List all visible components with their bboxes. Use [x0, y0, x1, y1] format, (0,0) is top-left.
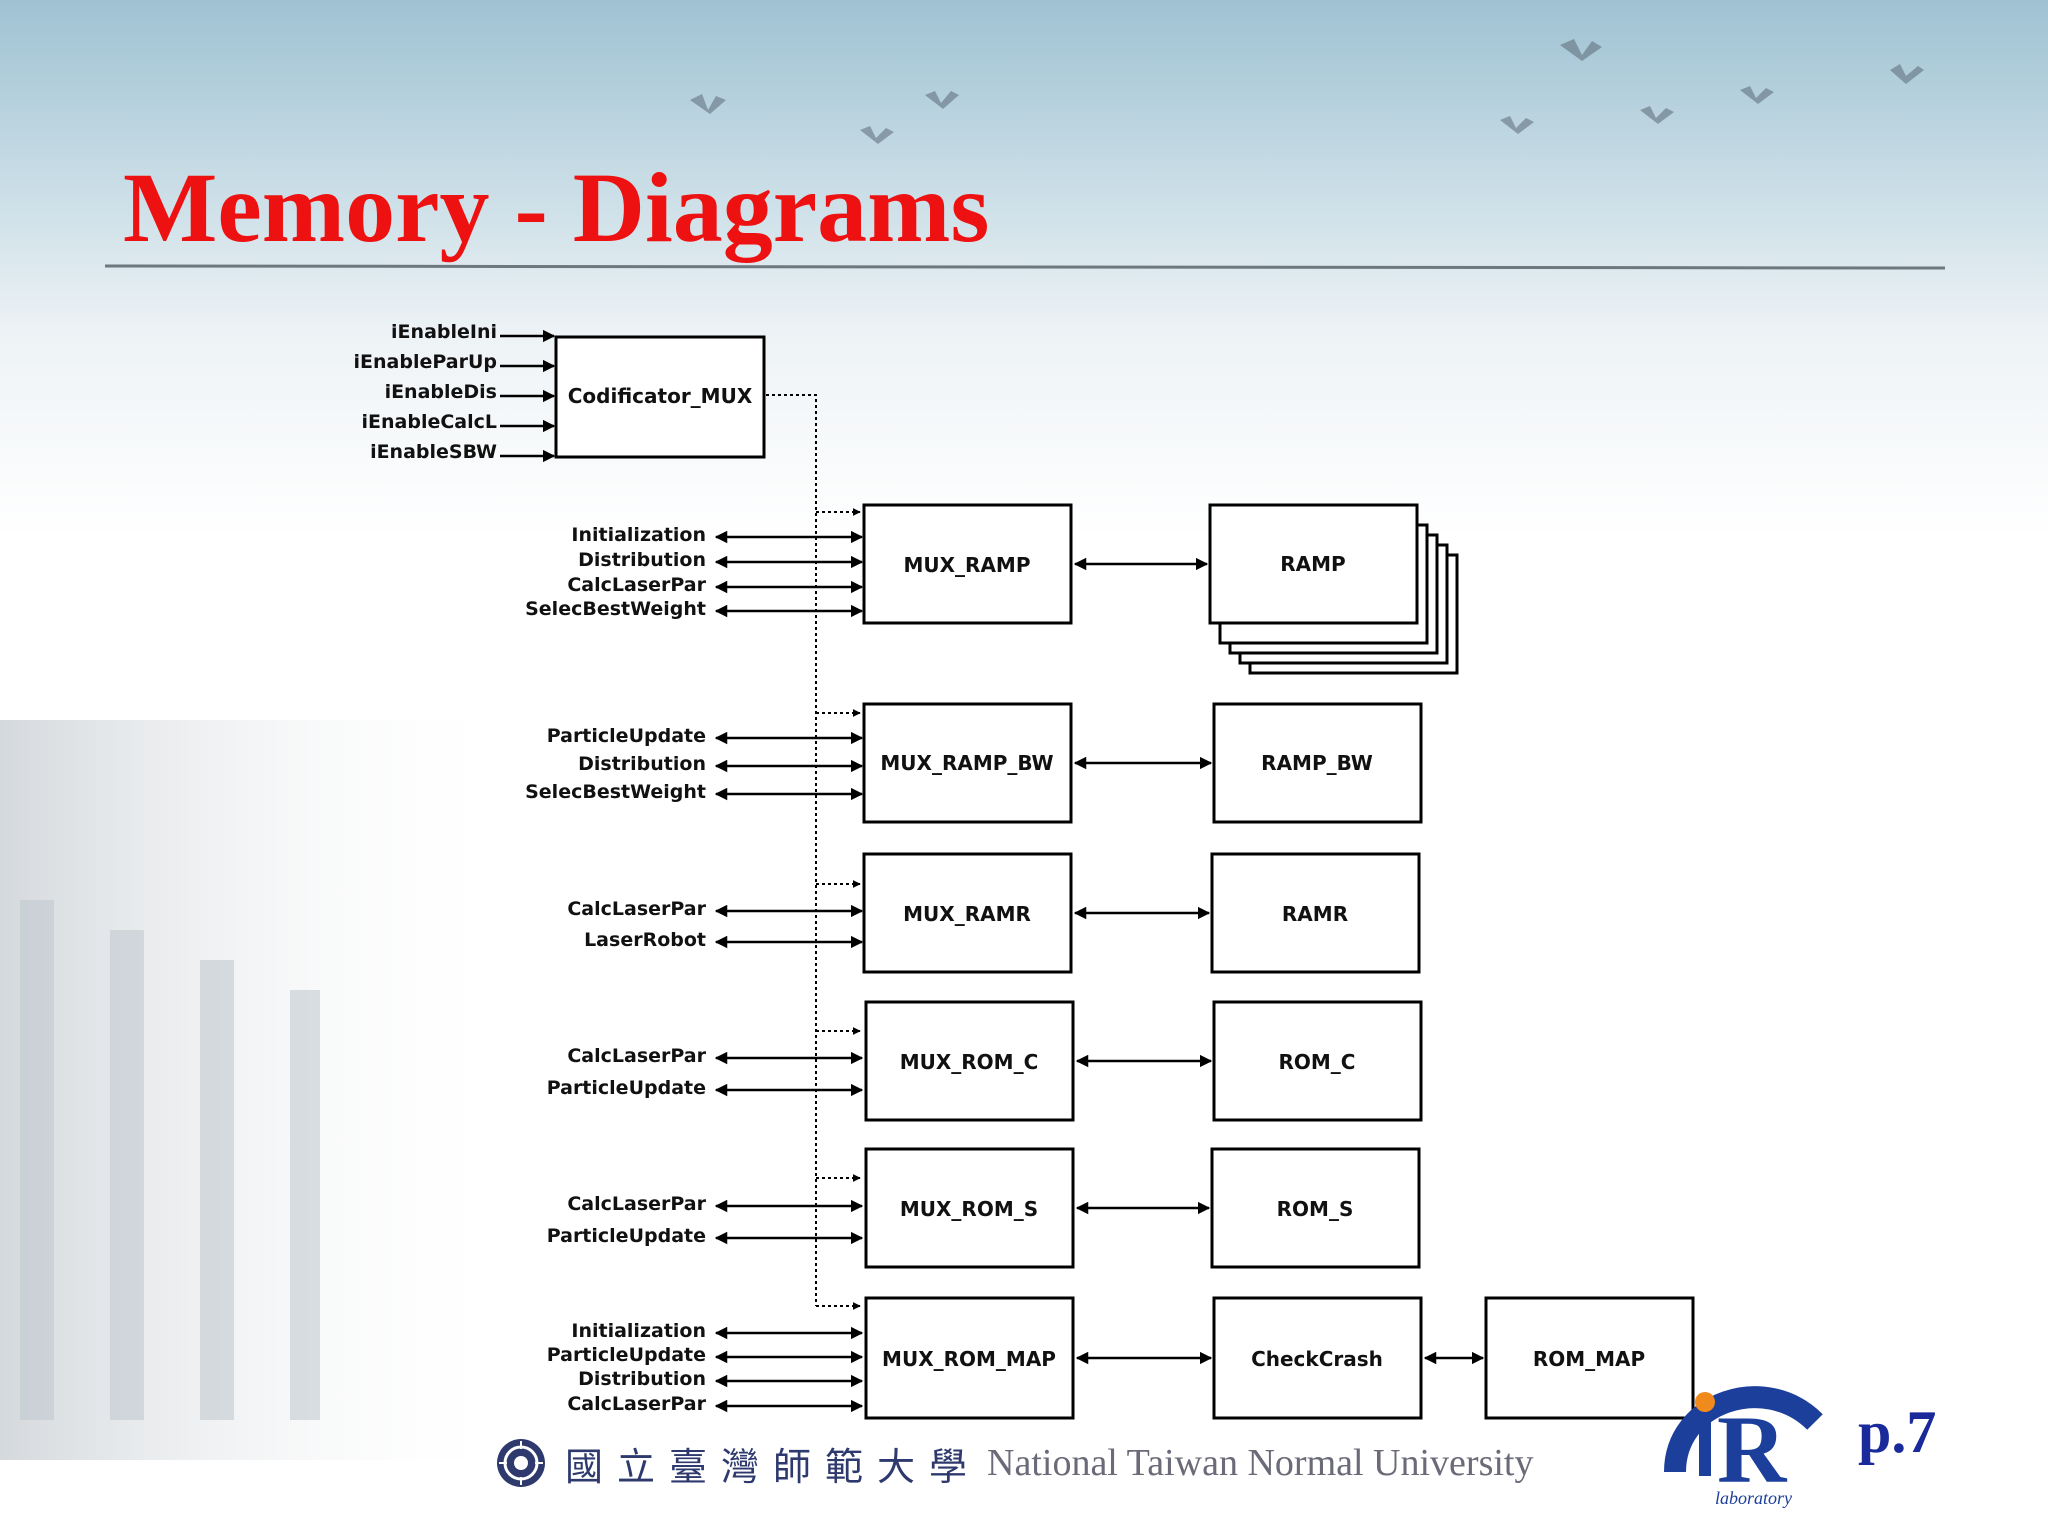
signal-label: ParticleUpdate — [547, 1077, 706, 1099]
input-label-ienableparup: iEnableParUp — [354, 351, 497, 373]
mux-ramp-label: MUX_RAMP — [903, 553, 1030, 577]
building-watermark — [0, 720, 520, 1460]
column-watermark — [20, 900, 320, 1420]
signal-label: CalcLaserPar — [567, 898, 706, 920]
ir-laboratory-logo-icon: R laboratory — [1664, 1386, 1823, 1508]
svg-text:R: R — [1717, 1396, 1788, 1503]
signal-label: SelecBestWeight — [525, 598, 706, 620]
university-name-english: National Taiwan Normal University — [987, 1442, 1534, 1484]
mux-rom-map-block — [864, 1296, 1075, 1420]
codificator-inputs: iEnableIni iEnableParUp iEnableDis iEnab… — [354, 321, 556, 463]
university-seal-icon — [497, 1439, 545, 1487]
university-name-chinese: 國立臺灣師範大學 — [565, 1444, 982, 1489]
ramr-block — [1210, 852, 1421, 974]
signal-label: CalcLaserPar — [567, 1393, 706, 1415]
mux-rom-c-block — [864, 1000, 1075, 1122]
title-underline — [104, 264, 1946, 270]
checkcrash-label: CheckCrash — [1251, 1347, 1383, 1371]
signal-label: Distribution — [578, 1368, 706, 1390]
row-mux-rom-c: CalcLaserPar ParticleUpdate MUX_ROM_C RO… — [547, 1000, 1423, 1122]
rom-map-label: ROM_MAP — [1533, 1347, 1645, 1371]
rom-s-label: ROM_S — [1277, 1197, 1354, 1221]
signal-label: Distribution — [578, 549, 706, 571]
codificator-mux-label: Codificator_MUX — [568, 384, 753, 408]
rom-map-block — [1484, 1296, 1695, 1420]
signal-label: Initialization — [571, 1320, 706, 1342]
row-mux-ramr: CalcLaserPar LaserRobot MUX_RAMR RAMR — [567, 852, 1421, 974]
select-bus-dotted — [766, 394, 861, 1310]
mux-ramp-bw-block — [862, 702, 1073, 824]
ramp-label: RAMP — [1280, 552, 1345, 576]
signal-label: CalcLaserPar — [567, 574, 706, 596]
input-label-ienablecalcl: iEnableCalcL — [362, 411, 498, 433]
codificator-mux-block — [554, 335, 766, 459]
signal-label: LaserRobot — [584, 929, 706, 951]
mux-ramp-block — [862, 503, 1073, 625]
ramp-bw-block — [1212, 702, 1423, 824]
row-mux-ramp: Initialization Distribution CalcLaserPar… — [525, 503, 1459, 675]
row-mux-rom-s: CalcLaserPar ParticleUpdate MUX_ROM_S RO… — [547, 1147, 1421, 1269]
checkcrash-block — [1212, 1296, 1423, 1420]
rom-s-block — [1210, 1147, 1421, 1269]
mux-rom-c-label: MUX_ROM_C — [900, 1050, 1039, 1074]
ramp-bw-label: RAMP_BW — [1261, 751, 1373, 775]
signal-label: ParticleUpdate — [547, 725, 706, 747]
slide-title: Memory - Diagrams — [123, 152, 990, 263]
signal-label: CalcLaserPar — [567, 1045, 706, 1067]
signal-label: Initialization — [571, 524, 706, 546]
mux-ramr-block — [862, 852, 1073, 974]
mux-ramp-bw-label: MUX_RAMP_BW — [880, 751, 1053, 775]
mux-ramr-label: MUX_RAMR — [903, 902, 1031, 926]
input-label-ienablesbw: iEnableSBW — [370, 441, 497, 463]
rom-c-block — [1212, 1000, 1423, 1122]
page-number: p.7 — [1858, 1399, 1937, 1465]
mux-rom-map-label: MUX_ROM_MAP — [882, 1347, 1056, 1371]
ramr-label: RAMR — [1282, 902, 1348, 926]
svg-text:laboratory: laboratory — [1715, 1488, 1792, 1508]
university-footer: 國立臺灣師範大學 National Taiwan Normal Universi… — [495, 1438, 1534, 1489]
signal-label: SelecBestWeight — [525, 781, 706, 803]
birds-decoration — [690, 39, 1924, 144]
rom-c-label: ROM_C — [1279, 1050, 1356, 1074]
row-mux-ramp-bw: ParticleUpdate Distribution SelecBestWei… — [525, 702, 1423, 824]
mux-rom-s-block — [864, 1147, 1075, 1269]
mux-rom-s-label: MUX_ROM_S — [900, 1197, 1038, 1221]
signal-label: CalcLaserPar — [567, 1193, 706, 1215]
row-mux-rom-map: Initialization ParticleUpdate Distributi… — [547, 1296, 1695, 1420]
input-label-ienableini: iEnableIni — [391, 321, 497, 343]
signal-label: ParticleUpdate — [547, 1344, 706, 1366]
input-label-ienabledis: iEnableDis — [385, 381, 497, 403]
ramp-stack — [1208, 503, 1459, 675]
signal-label: Distribution — [578, 753, 706, 775]
signal-label: ParticleUpdate — [547, 1225, 706, 1247]
